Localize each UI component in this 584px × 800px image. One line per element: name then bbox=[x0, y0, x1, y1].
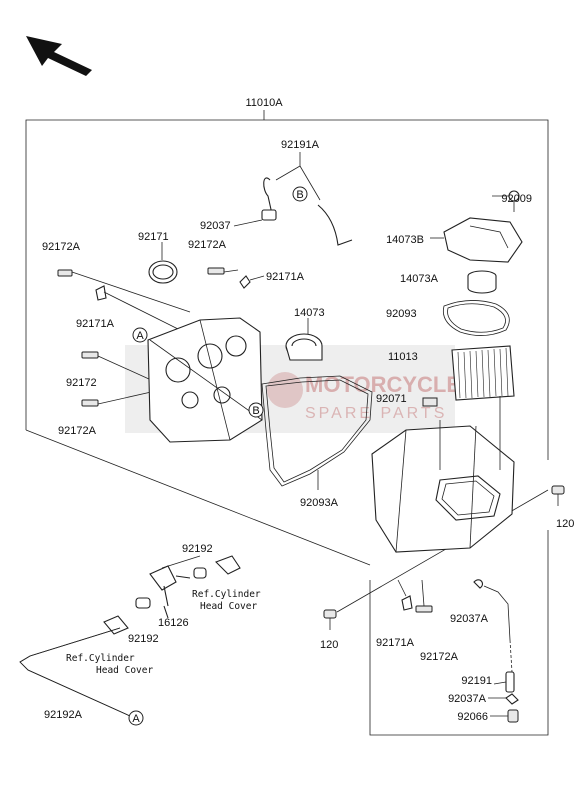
label-92066: 92066 bbox=[457, 711, 488, 723]
label-120-bottom: 120 bbox=[320, 639, 338, 651]
gasket-92093 bbox=[442, 300, 510, 336]
ref-cylinder-head-cover-1-line2: Head Cover bbox=[200, 601, 257, 612]
label-92171: 92171 bbox=[138, 231, 169, 243]
label-92171A-2: 92171A bbox=[76, 318, 115, 330]
label-92037: 92037 bbox=[200, 220, 231, 232]
label-120-right: 120 bbox=[556, 518, 574, 530]
assembly-frame bbox=[25, 110, 549, 736]
leader-lines bbox=[233, 195, 509, 717]
label-16126: 16126 bbox=[158, 617, 189, 629]
screw-120-right bbox=[551, 485, 565, 506]
label-92037A-2: 92037A bbox=[448, 693, 487, 705]
label-92093: 92093 bbox=[386, 308, 417, 320]
svg-text:A: A bbox=[132, 713, 140, 725]
ref-cylinder-head-cover-2-line2: Head Cover bbox=[96, 665, 153, 676]
hose-assembly bbox=[19, 555, 241, 717]
label-92172: 92172 bbox=[66, 377, 97, 389]
label-14073: 14073 bbox=[294, 307, 325, 319]
label-92171A-1: 92171A bbox=[266, 271, 305, 283]
lower-fasteners bbox=[397, 579, 519, 723]
label-92009: 92009 bbox=[501, 193, 532, 205]
label-92192-1: 92192 bbox=[182, 543, 213, 555]
label-92171A-3: 92171A bbox=[376, 637, 415, 649]
air-cleaner-housing bbox=[371, 396, 515, 553]
label-11010A: 11010A bbox=[245, 97, 283, 109]
label-92192A: 92192A bbox=[44, 709, 83, 721]
label-92037A-1: 92037A bbox=[450, 613, 489, 625]
duct-14073 bbox=[285, 318, 323, 361]
label-92172A-2: 92172A bbox=[188, 239, 227, 251]
upper-cover bbox=[430, 190, 523, 263]
ref-cylinder-head-cover-2-line1: Ref.Cylinder bbox=[66, 653, 135, 664]
marker-B-1: B bbox=[292, 186, 308, 202]
ref-cylinder-head-cover-1-line1: Ref.Cylinder bbox=[192, 589, 261, 600]
ring-14073A bbox=[467, 270, 497, 294]
label-92172A-4: 92172A bbox=[420, 651, 459, 663]
label-14073B: 14073B bbox=[386, 234, 424, 246]
label-92192-2: 92192 bbox=[128, 633, 159, 645]
marker-B-2: B bbox=[248, 402, 264, 418]
label-92172A-3: 92172A bbox=[58, 425, 97, 437]
label-11013: 11013 bbox=[388, 351, 418, 363]
grommet-92071 bbox=[422, 397, 438, 407]
marker-A-2: A bbox=[128, 710, 144, 726]
watermark-sub: SPARE PARTS bbox=[305, 405, 447, 422]
label-92093A: 92093A bbox=[300, 497, 339, 509]
air-cleaner-base-plate bbox=[147, 317, 263, 443]
label-92191A: 92191A bbox=[281, 139, 320, 151]
clamp-92171 bbox=[148, 242, 178, 284]
svg-text:A: A bbox=[136, 330, 144, 342]
svg-text:B: B bbox=[252, 405, 259, 417]
marker-A-1: A bbox=[132, 327, 148, 343]
label-92071: 92071 bbox=[376, 393, 407, 405]
label-92191: 92191 bbox=[461, 675, 492, 687]
seal-92093A bbox=[261, 375, 373, 490]
screw-120-bottom bbox=[323, 609, 337, 630]
label-92172A-1: 92172A bbox=[42, 241, 81, 253]
label-14073A: 14073A bbox=[400, 273, 439, 285]
direction-arrow-icon bbox=[26, 36, 92, 76]
svg-text:B: B bbox=[296, 189, 303, 201]
air-filter-11013 bbox=[451, 345, 515, 401]
breather-hose bbox=[261, 152, 353, 246]
